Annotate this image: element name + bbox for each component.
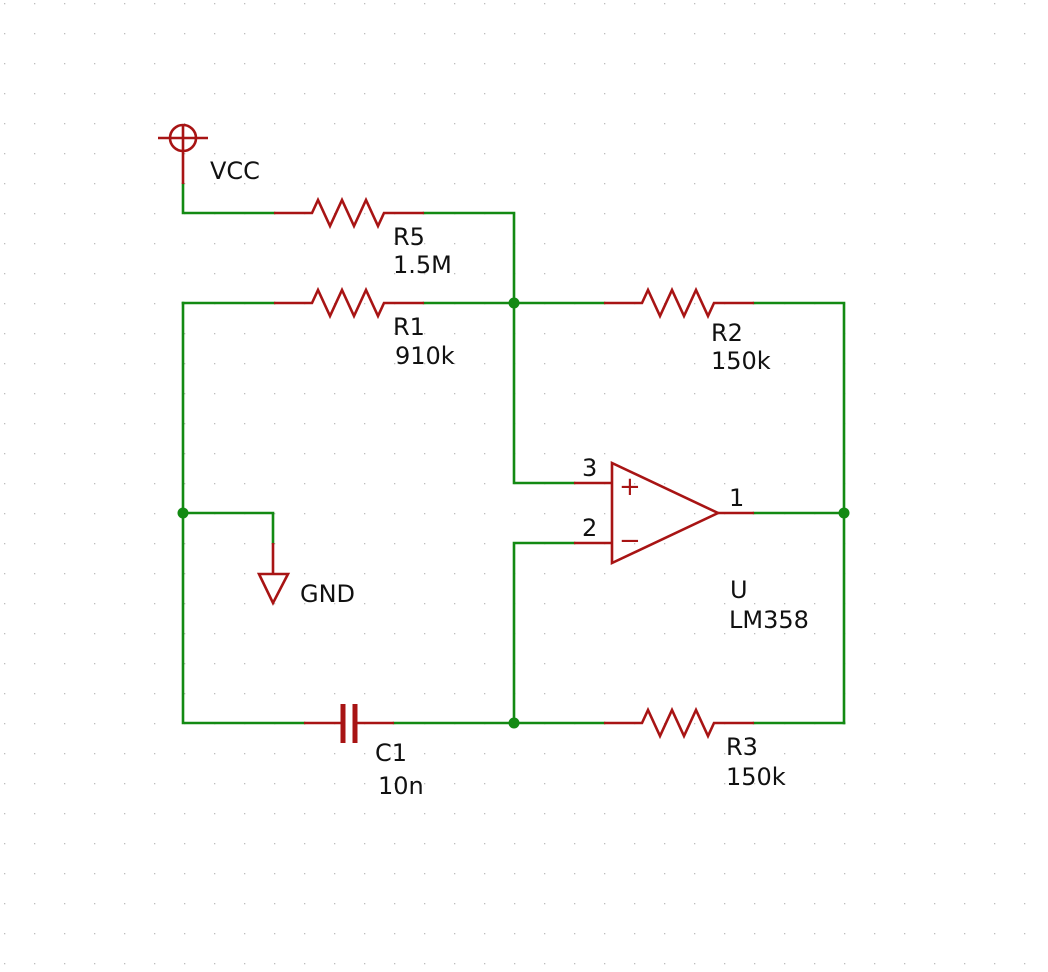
- pin-2-label: 2: [582, 514, 597, 542]
- gnd-label: GND: [300, 580, 355, 608]
- wires: [181, 182, 846, 725]
- wire-left-c1: [181, 301, 306, 725]
- r1-value-label: 910k: [395, 342, 455, 370]
- r5-ref-label: R5: [393, 223, 425, 251]
- background-grid: [4, 3, 1026, 965]
- c1-value-label: 10n: [378, 772, 424, 800]
- junction-dot: [508, 297, 520, 309]
- r5-value-label: 1.5M: [393, 251, 452, 279]
- vcc-symbol: [158, 123, 208, 184]
- c1-ref-label: C1: [375, 739, 407, 767]
- r3-value-label: 150k: [726, 763, 786, 791]
- resistor-r2[interactable]: [604, 286, 754, 320]
- r3-ref-label: R3: [726, 733, 758, 761]
- junction-dot: [508, 717, 520, 729]
- u-value-label: LM358: [729, 606, 809, 634]
- resistor-r5[interactable]: [274, 196, 424, 230]
- opamp-lm358[interactable]: + −: [574, 460, 754, 566]
- junction-dot: [177, 507, 189, 519]
- labels: VCC GND R5 1.5M R1 910k R2 150k R3 150k …: [210, 157, 809, 800]
- capacitor-c1[interactable]: [304, 704, 394, 743]
- junction-dot: [838, 507, 850, 519]
- pin-3-label: 3: [582, 454, 597, 482]
- u-ref-label: U: [730, 576, 748, 604]
- wire-gnd: [181, 511, 275, 545]
- wire-vcc-r5: [181, 182, 276, 215]
- wire-node-pin3: [512, 301, 576, 485]
- pin-1-label: 1: [729, 484, 744, 512]
- vcc-label: VCC: [210, 157, 260, 185]
- wire-r5-node: [422, 211, 516, 305]
- wire-r2-right: [752, 301, 846, 515]
- resistor-r1[interactable]: [274, 286, 424, 320]
- opamp-plus-sign: +: [619, 472, 641, 502]
- r1-ref-label: R1: [393, 313, 425, 341]
- junctions: [177, 297, 850, 729]
- gnd-symbol: [256, 543, 291, 606]
- resistor-r3[interactable]: [604, 706, 754, 740]
- opamp-minus-sign: −: [619, 526, 641, 556]
- r2-ref-label: R2: [711, 319, 743, 347]
- wire-pin2-node: [512, 541, 576, 725]
- r2-value-label: 150k: [711, 347, 771, 375]
